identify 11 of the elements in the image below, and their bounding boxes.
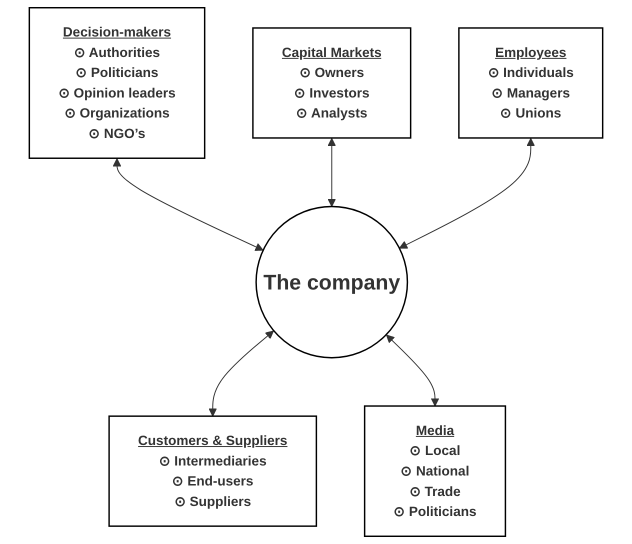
node-box: Capital Markets ⊙ Owners ⊙ Investors ⊙ Analysts <box>252 27 412 139</box>
node-box: Decision-makers ⊙ Authorities ⊙ Politicians ⊙ Opinion leaders ⊙ Organizations ⊙ NGO’s <box>28 7 206 159</box>
arrow <box>208 330 274 417</box>
arrow <box>399 138 536 249</box>
node-box: Media ⊙ Local ⊙ National ⊙ Trade ⊙ Politicians <box>364 405 506 537</box>
node-box: Employees ⊙ Individuals ⊙ Managers ⊙ Unions <box>458 27 604 139</box>
arrow <box>386 334 440 406</box>
node-circle: The company <box>255 206 408 358</box>
arrow <box>328 138 336 207</box>
node-box: Customers & Suppliers ⊙ Intermediaries ⊙ End-users ⊙ Suppliers <box>108 415 318 527</box>
arrow <box>112 158 264 251</box>
